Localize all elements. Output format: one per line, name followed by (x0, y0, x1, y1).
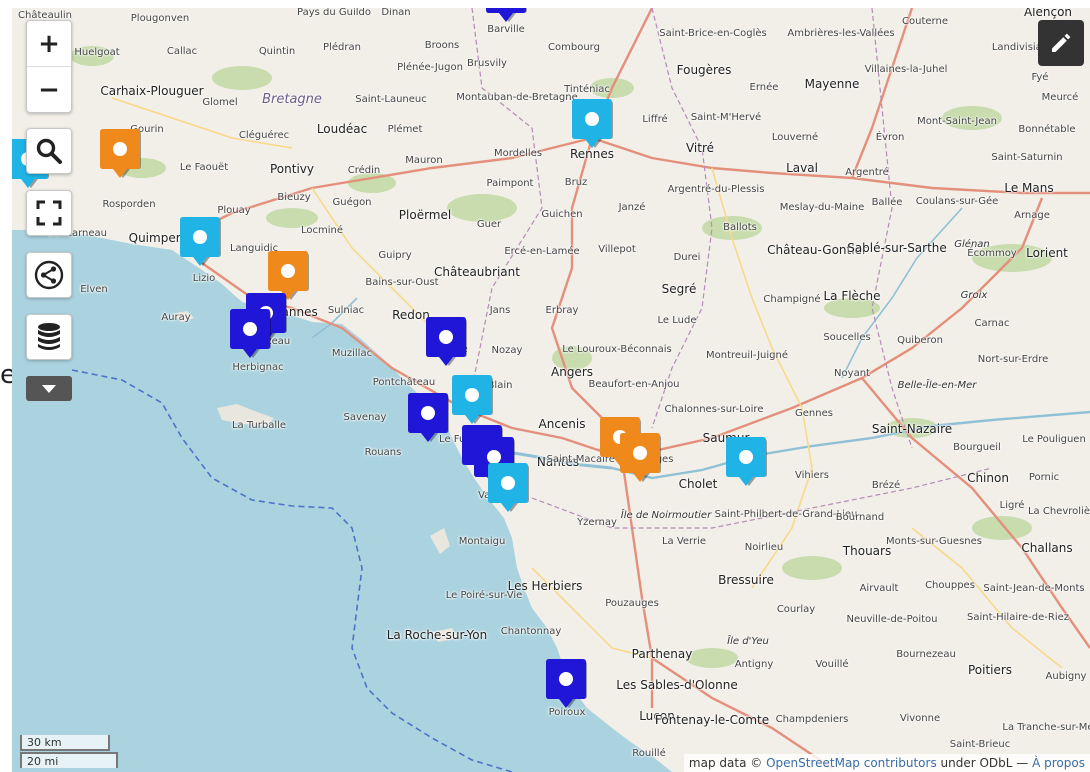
map-pin-icon (408, 393, 449, 442)
fullscreen-button[interactable] (26, 190, 72, 236)
map-marker-rennes[interactable] (570, 98, 614, 150)
map-marker-sables[interactable] (544, 658, 588, 710)
map-base-layer (12, 8, 1090, 772)
map-marker-macaire[interactable] (724, 436, 768, 488)
zoom-out-button[interactable]: − (27, 66, 71, 112)
map-pin-icon (488, 463, 529, 512)
scale-bar: 30 km 20 mi (20, 735, 118, 768)
map-pin-icon (426, 317, 467, 366)
attribution-middle: under ODbL — (940, 756, 1029, 770)
share-button[interactable] (26, 252, 72, 298)
map-marker-carnac-2[interactable] (228, 308, 272, 360)
fullscreen-icon (36, 200, 62, 226)
zoom-in-button[interactable]: + (38, 28, 60, 59)
map-marker-auray[interactable] (266, 250, 310, 302)
map-marker-nantes-2[interactable] (618, 432, 662, 484)
map-pin-icon (726, 437, 767, 486)
cropped-edge-text: e) (0, 360, 12, 390)
map-marker-west-orange[interactable] (98, 128, 142, 180)
search-icon (36, 138, 62, 164)
map-marker-pornic-2[interactable] (486, 462, 530, 514)
search-button[interactable] (26, 128, 72, 174)
more-controls-toggle[interactable] (26, 376, 72, 401)
map-marker-pontchateau[interactable] (450, 374, 494, 426)
map-pin-icon (572, 99, 613, 148)
scale-mi: 20 mi (20, 752, 118, 768)
layers-button[interactable] (26, 314, 72, 360)
pencil-icon (1052, 33, 1071, 52)
map-pin-icon (546, 659, 587, 708)
map-marker-saint-nazaire-1[interactable] (406, 392, 450, 444)
attribution-prefix: map data © (688, 756, 763, 770)
map-pin-icon (268, 251, 309, 300)
map-marker-lorient[interactable] (178, 216, 222, 268)
map-pin-icon (180, 217, 221, 266)
map-pin-icon (452, 375, 493, 424)
map-attribution: map data © OpenStreetMap contributors un… (683, 754, 1090, 772)
map-marker-muzillac[interactable] (424, 316, 468, 368)
zoom-control: + − (26, 20, 72, 113)
scale-km: 30 km (20, 735, 110, 751)
map-pin-icon (486, 8, 527, 22)
edit-map-button[interactable] (1038, 20, 1084, 66)
share-icon (34, 260, 64, 290)
layers-database-icon (38, 323, 60, 350)
caret-down-icon (42, 384, 56, 393)
map-pin-icon (230, 309, 271, 358)
map-marker-dinan[interactable] (484, 8, 528, 24)
about-link[interactable]: À propos (1032, 756, 1085, 770)
map-pin-icon (620, 433, 661, 482)
map-pin-icon (100, 129, 141, 178)
osm-contributors-link[interactable]: OpenStreetMap contributors (766, 756, 937, 770)
